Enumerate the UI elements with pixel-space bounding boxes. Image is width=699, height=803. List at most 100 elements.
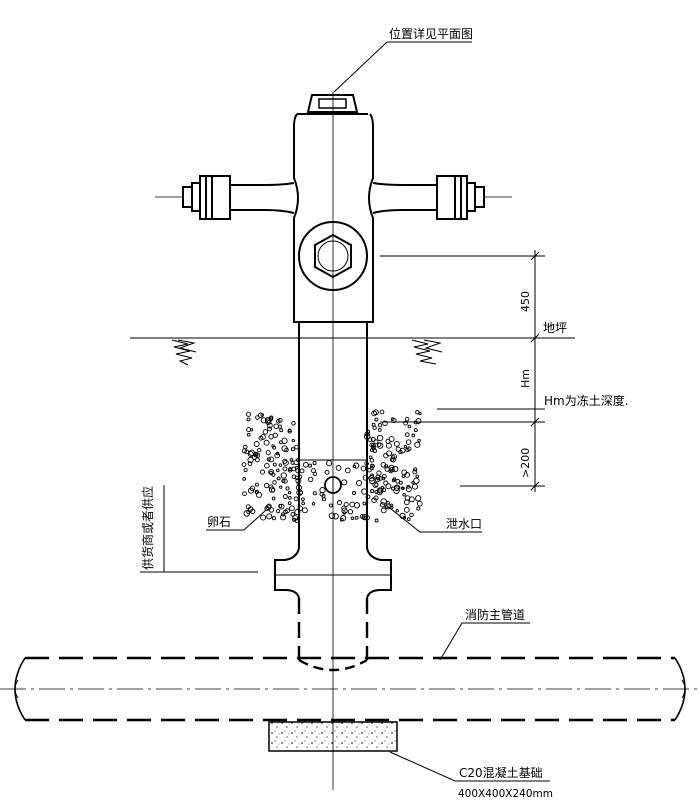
gravel-stone: [392, 477, 397, 481]
gravel-stone: [248, 449, 255, 456]
ground-label: 地坪: [543, 321, 567, 335]
gravel-stone: [269, 470, 273, 475]
gravel-stone: [339, 517, 344, 522]
gravel-stone: [352, 464, 356, 469]
gravel-stone: [388, 468, 393, 474]
gravel-stone: [375, 474, 381, 480]
gravel-stone: [402, 492, 406, 497]
gravel-stone: [279, 485, 283, 489]
gravel-stone: [247, 451, 254, 458]
gravel-stone: [293, 496, 299, 502]
gravel-stone: [268, 507, 275, 513]
gravel-stone: [267, 426, 272, 432]
gravel-stone: [268, 469, 275, 476]
hydrant-body: [293, 113, 374, 323]
gravel-stone: [415, 495, 422, 502]
gravel-stone: [374, 476, 381, 483]
gravel-stone: [364, 433, 371, 440]
gravel-stone: [294, 444, 299, 450]
gravel-stone: [393, 440, 400, 447]
gravel-stone: [368, 455, 373, 460]
gravel-stone: [293, 459, 300, 466]
gravel-stone: [282, 466, 288, 472]
gravel-stone: [391, 453, 397, 460]
gravel-stone: [368, 477, 376, 485]
gravel-stone: [402, 516, 407, 520]
drain-outlet: [324, 476, 342, 494]
gravel-stone: [268, 486, 276, 493]
gravel-stone: [364, 466, 369, 470]
gravel-stone: [337, 500, 343, 506]
gravel-stone: [344, 467, 351, 474]
gravel-stone: [279, 428, 284, 433]
gravel-stone: [260, 514, 267, 521]
gravel-stone: [371, 443, 376, 448]
gravel-stone: [258, 435, 264, 441]
gravel-stone: [260, 417, 267, 424]
gravel-stone: [411, 483, 419, 490]
gravel-stone: [272, 432, 278, 438]
gravel-stone: [383, 480, 389, 486]
gravel-stone: [290, 512, 296, 517]
gravel-stone: [405, 447, 410, 453]
gravel-stone: [378, 476, 383, 481]
gravel-stone: [401, 474, 406, 479]
gravel-stone: [266, 513, 273, 520]
foundation-size-label: 400X400X240mm: [458, 788, 553, 800]
gravel-stone: [362, 474, 369, 481]
gravel-stone: [290, 447, 295, 452]
gravel-stone: [377, 442, 384, 449]
gravel-stone: [409, 512, 414, 518]
gravel-stone: [370, 463, 375, 469]
gravel-stone: [413, 428, 418, 433]
gravel-stone: [361, 514, 368, 521]
gravel-stone: [243, 444, 248, 450]
gravel-stone: [365, 494, 371, 500]
gravel-stone: [373, 439, 379, 445]
gravel-stone: [266, 422, 273, 429]
gravel-stone: [254, 489, 259, 495]
gravel-stone: [271, 516, 276, 521]
gravel-stone: [371, 497, 377, 503]
gravel-stone: [403, 444, 408, 449]
gravel-stone: [246, 417, 251, 422]
gravel-stone: [254, 457, 260, 463]
gravel-stone: [244, 449, 250, 455]
gravel-stone: [281, 478, 286, 484]
gravel-stone: [246, 427, 252, 433]
gravel-stone: [404, 495, 411, 501]
gravel-stone: [405, 432, 410, 437]
gravel-stone: [321, 497, 327, 502]
top-cap: [297, 94, 368, 115]
gravel-stone: [271, 496, 276, 501]
gravel-stone: [364, 461, 369, 466]
gravel-stone: [371, 410, 377, 417]
gravel-stone: [341, 507, 348, 514]
concrete-foundation: [268, 721, 398, 752]
gravel-stone: [280, 512, 286, 517]
gravel-stone: [302, 461, 309, 468]
gravel-stone: [319, 492, 324, 497]
gravel-stone: [380, 498, 387, 505]
gravel-stone: [278, 463, 283, 467]
gravel-stone: [273, 423, 279, 429]
gravel-stone: [281, 445, 288, 452]
position-note-label: 位置详见平面图: [389, 26, 473, 41]
right-outlet: [372, 175, 512, 220]
gravel-stone: [379, 409, 385, 415]
gravel-stone: [406, 517, 411, 521]
gravel-stone: [257, 447, 262, 453]
gravel-stone: [350, 516, 355, 521]
gravel-stone: [301, 501, 305, 506]
gravel-stone: [362, 516, 366, 520]
gravel-stone: [272, 480, 277, 485]
gravel-stone: [287, 490, 292, 495]
gravel-stone: [285, 486, 290, 491]
gravel-fill: [241, 409, 423, 523]
gravel-stone: [335, 465, 342, 471]
gravel-stone: [292, 515, 299, 521]
gravel-stone: [276, 476, 281, 481]
gravel-stone: [405, 439, 412, 445]
gravel-stone: [280, 514, 287, 521]
gravel-stone: [280, 472, 287, 479]
